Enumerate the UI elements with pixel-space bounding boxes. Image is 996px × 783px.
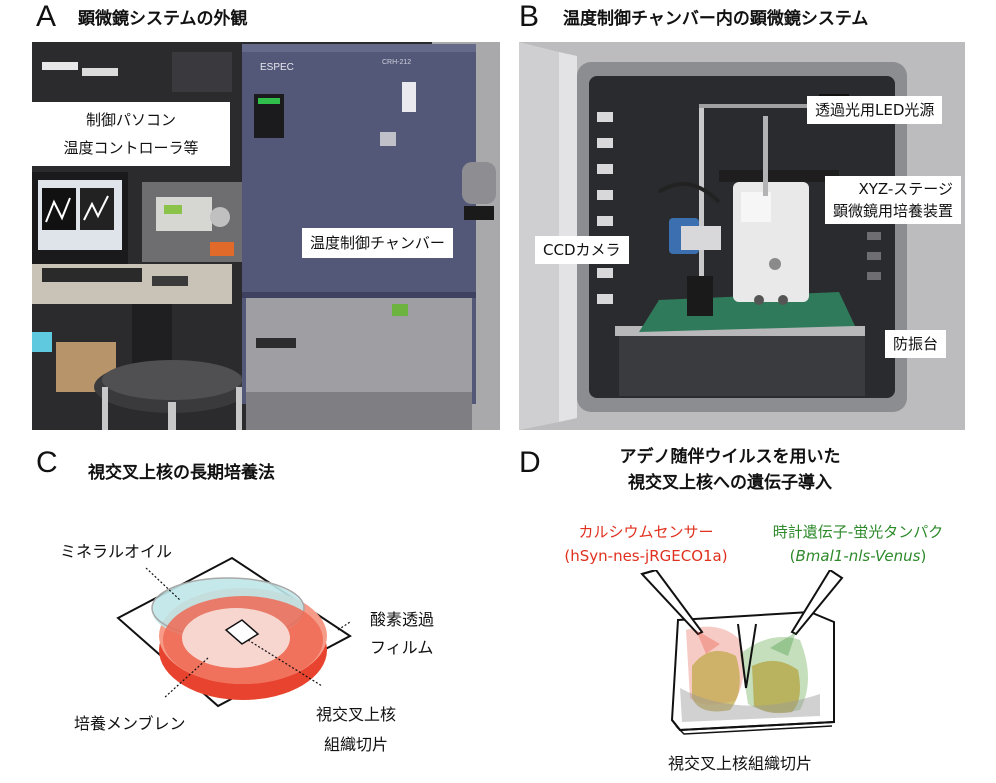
right-injection-pipette — [790, 570, 844, 636]
microscope-system-photo: ESPEC CRH-212 制御パソコン 温度コントローラ等 温度制御チャンバー — [32, 42, 500, 430]
label-oxygen-film-line1: 酸素透過 — [370, 610, 435, 629]
label-clock-gene-reporter-line2: (Bmal1-nls-Venus) — [752, 544, 964, 568]
label-control-pc-line2: 温度コントローラ等 — [63, 139, 199, 157]
gene-transfer-diagram — [640, 570, 844, 735]
panel-d-title-line2: 視交叉上核への遺伝子導入 — [628, 473, 832, 493]
label-clock-gene-reporter: 時計遺伝子-蛍光タンパク (Bmal1-nls-Venus) — [752, 520, 964, 568]
label-anti-vibration-table: 防振台 — [885, 330, 947, 358]
panel-d-title-line1: アデノ随伴ウイルスを用いた — [619, 447, 841, 467]
label-mineral-oil: ミネラルオイル — [60, 542, 173, 561]
panel-b-letter: B — [519, 0, 540, 33]
label-xyz-stage-line1: XYZ-ステージ — [858, 180, 954, 198]
label-control-pc: 制御パソコン 温度コントローラ等 — [32, 102, 230, 166]
scn-tissue-slice — [224, 619, 260, 645]
panel-a-title: 顕微鏡システムの外観 — [78, 9, 248, 29]
brand-text: ESPEC — [260, 62, 294, 73]
panel-c-title: 視交叉上核の長期培養法 — [88, 463, 275, 483]
panel-b-title: 温度制御チャンバー内の顕微鏡システム — [563, 9, 869, 29]
panel-c-letter: C — [36, 446, 58, 479]
label-clock-gene-reporter-line1: 時計遺伝子-蛍光タンパク — [772, 523, 944, 541]
panel-d-title: アデノ随伴ウイルスを用いた 視交叉上核への遺伝子導入 — [578, 444, 882, 496]
label-scn-slice: 視交叉上核 組織切片 — [316, 700, 396, 760]
label-calcium-sensor-line2: (hSyn-nes-jRGECO1a) — [564, 547, 728, 565]
paren-close: ) — [920, 547, 927, 565]
paren-open: ( — [789, 547, 796, 565]
label-scn-slice-line2: 組織切片 — [324, 735, 389, 754]
left-injection-pipette — [640, 570, 704, 636]
label-temperature-chamber: 温度制御チャンバー — [302, 228, 453, 258]
panel-d-letter: D — [519, 446, 541, 479]
panel-a-letter: A — [36, 0, 57, 33]
label-oxygen-film-line2: フィルム — [370, 638, 434, 657]
label-xyz-stage: XYZ-ステージ 顕微鏡用培養装置 — [825, 176, 962, 224]
label-calcium-sensor-line1: カルシウムセンサー — [578, 523, 714, 541]
label-ccd-camera: CCDカメラ — [535, 236, 629, 264]
label-control-pc-line1: 制御パソコン — [85, 111, 176, 129]
gene-construct-name: Bmal1-nls-Venus — [795, 547, 921, 565]
culture-dish-diagram — [116, 556, 352, 708]
label-scn-slice-line1: 視交叉上核 — [316, 705, 397, 724]
chamber-interior-photo: 透過光用LED光源 XYZ-ステージ 顕微鏡用培養装置 CCDカメラ 防振台 — [519, 42, 965, 430]
label-culture-membrane: 培養メンブレン — [74, 714, 186, 733]
label-led-light-source: 透過光用LED光源 — [807, 96, 943, 124]
label-scn-tissue-slice: 視交叉上核組織切片 — [667, 754, 812, 773]
label-oxygen-film: 酸素透過 フィルム — [370, 606, 434, 662]
model-text: CRH-212 — [382, 59, 411, 66]
label-xyz-stage-line2: 顕微鏡用培養装置 — [833, 202, 954, 220]
label-calcium-sensor: カルシウムセンサー (hSyn-nes-jRGECO1a) — [546, 520, 746, 568]
